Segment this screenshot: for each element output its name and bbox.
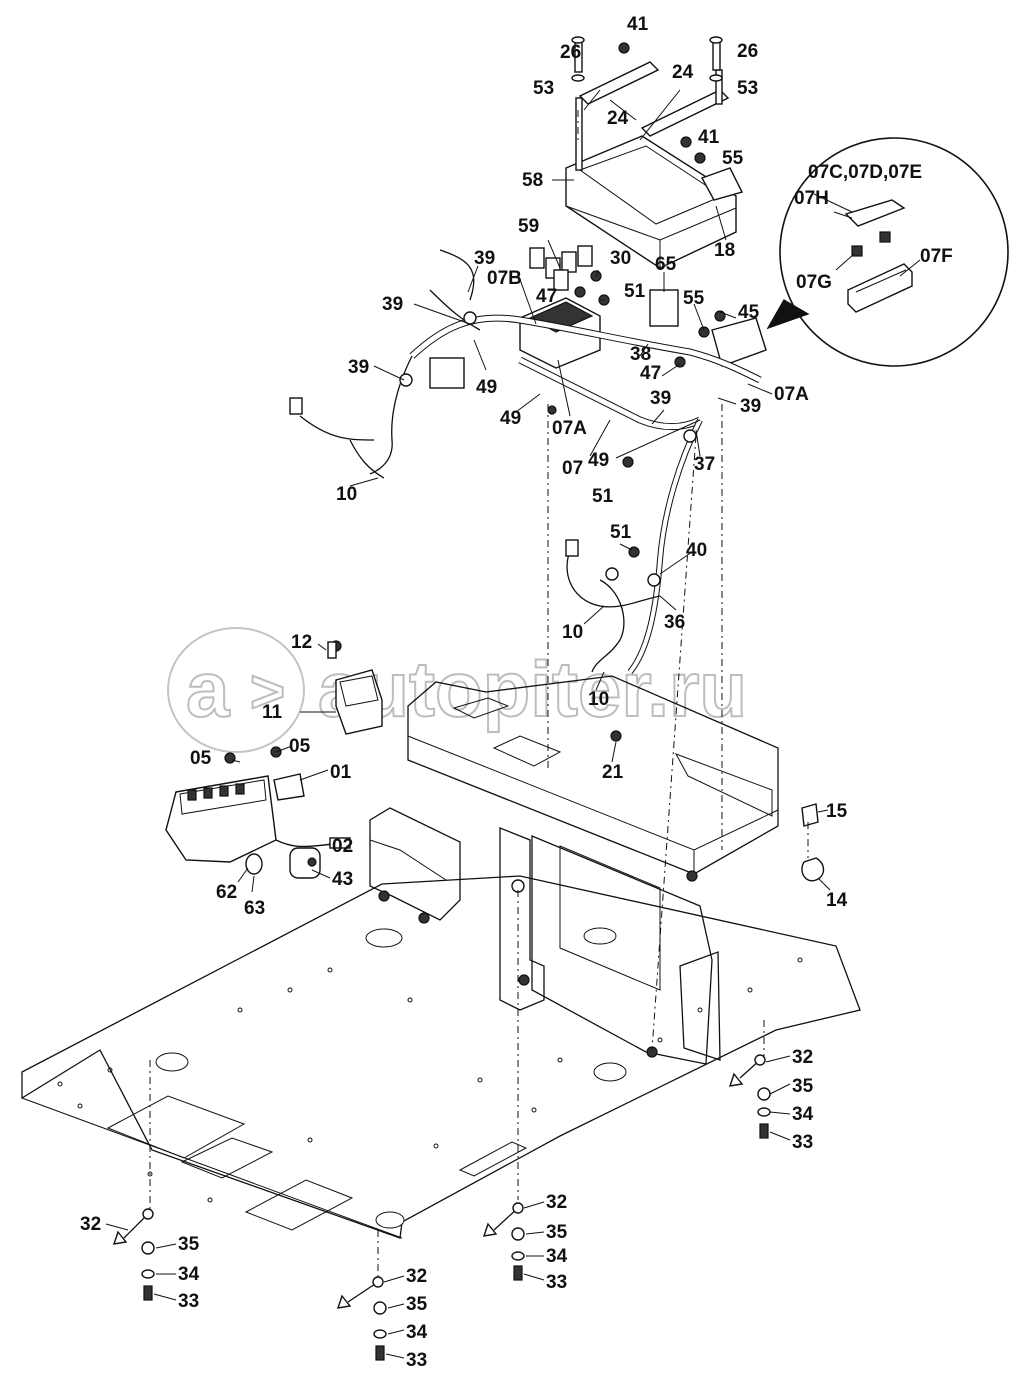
label-34: 34 [792, 1104, 814, 1125]
svg-text:>: > [250, 658, 285, 725]
label-26: 26 [737, 41, 758, 62]
label-35: 35 [792, 1076, 814, 1097]
label-11: 11 [262, 702, 283, 723]
label-62: 62 [216, 882, 237, 903]
label-21: 21 [602, 762, 624, 783]
label-07A: 07A [552, 418, 587, 439]
label-41: 41 [698, 127, 720, 148]
label-37: 37 [694, 454, 715, 475]
label-01: 01 [330, 762, 352, 783]
ground-straps [112, 1054, 771, 1361]
label-18: 18 [714, 240, 735, 261]
label-51: 51 [624, 281, 646, 302]
part-labels: 41 26 26 24 53 53 24 41 55 58 18 59 30 6… [80, 14, 953, 1371]
label-02: 02 [332, 836, 353, 857]
label-65: 65 [655, 254, 677, 275]
label-55: 55 [722, 148, 744, 169]
label-63: 63 [244, 898, 265, 919]
leader-lines [105, 89, 921, 1359]
label-05: 05 [190, 748, 212, 769]
label-07H: 07H [794, 188, 829, 209]
harness-fasteners [330, 270, 726, 742]
label-59: 59 [518, 216, 539, 237]
label-33: 33 [792, 1132, 813, 1153]
label-49: 49 [588, 450, 609, 471]
label-32: 32 [406, 1266, 427, 1287]
label-24: 24 [607, 108, 629, 129]
controller-unit [565, 61, 744, 269]
label-10: 10 [336, 484, 357, 505]
label-49: 49 [476, 377, 497, 398]
label-51: 51 [610, 522, 632, 543]
watermark: a > autopiter.ru [167, 627, 748, 753]
label-41: 41 [627, 14, 649, 35]
label-35: 35 [546, 1222, 568, 1243]
label-10: 10 [562, 622, 583, 643]
label-34: 34 [406, 1322, 428, 1343]
label-39: 39 [650, 388, 671, 409]
label-39: 39 [382, 294, 403, 315]
label-53: 53 [533, 78, 554, 99]
label-32: 32 [546, 1192, 567, 1213]
alignment-lines [149, 110, 809, 1280]
wire-harness [289, 249, 762, 674]
svg-text:a: a [186, 645, 230, 733]
label-38: 38 [630, 344, 651, 365]
label-10: 10 [588, 689, 609, 710]
label-15: 15 [826, 801, 848, 822]
label-07: 07 [562, 458, 583, 479]
label-53: 53 [737, 78, 758, 99]
label-39: 39 [348, 357, 369, 378]
label-26: 26 [560, 42, 581, 63]
label-07A: 07A [774, 384, 809, 405]
label-12: 12 [291, 632, 312, 653]
label-33: 33 [546, 1272, 567, 1293]
label-40: 40 [686, 540, 707, 561]
label-34: 34 [178, 1264, 200, 1285]
label-36: 36 [664, 612, 685, 633]
label-05: 05 [289, 736, 311, 757]
label-30: 30 [610, 248, 631, 269]
label-47: 47 [640, 363, 661, 384]
label-07F: 07F [920, 246, 953, 267]
main-frame [369, 675, 779, 1065]
label-14: 14 [826, 890, 848, 911]
label-32: 32 [792, 1047, 813, 1068]
label-35: 35 [178, 1234, 200, 1255]
label-32: 32 [80, 1214, 101, 1235]
label-24: 24 [672, 62, 694, 83]
label-33: 33 [406, 1350, 427, 1371]
label-47: 47 [536, 286, 557, 307]
label-07B: 07B [487, 268, 522, 289]
label-43: 43 [332, 869, 353, 890]
label-51: 51 [592, 486, 614, 507]
clips-14-15 [801, 803, 825, 882]
label-07CDE: 07C,07D,07E [808, 162, 922, 183]
controller-bolts [571, 36, 723, 164]
label-49: 49 [500, 408, 521, 429]
label-33: 33 [178, 1291, 199, 1312]
label-34: 34 [546, 1246, 568, 1267]
label-45: 45 [738, 302, 760, 323]
detail-inset [766, 137, 1009, 367]
switch-panel [165, 641, 383, 879]
label-55: 55 [683, 288, 705, 309]
label-58: 58 [522, 170, 543, 191]
label-39: 39 [740, 396, 761, 417]
label-39: 39 [474, 248, 495, 269]
label-35: 35 [406, 1294, 428, 1315]
floor-plate [21, 875, 861, 1239]
label-07G: 07G [796, 272, 832, 293]
